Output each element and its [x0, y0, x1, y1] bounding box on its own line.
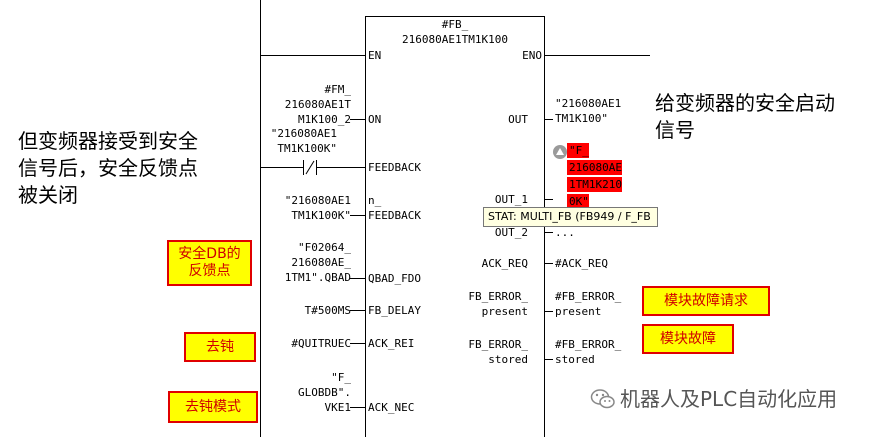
- pin-eno: ENO: [522, 49, 542, 62]
- watermark-text: 机器人及PLC自动化应用: [620, 387, 838, 411]
- power-rail: [260, 0, 261, 437]
- input-n-feedback-actual[interactable]: "216080AE1 TM1K100K": [284, 194, 351, 222]
- output-out-1-wire: [545, 199, 553, 200]
- output-out-wire: [545, 119, 553, 120]
- pin-on: ON: [368, 113, 382, 126]
- input-qbad-wire: [350, 278, 365, 279]
- pin-ack-nec: ACK_NEC: [368, 401, 415, 414]
- pin-out-2: OUT_2: [494, 226, 528, 239]
- pin-out-1: OUT_1: [494, 193, 528, 206]
- pin-ack-req: ACK_REQ: [481, 257, 528, 270]
- output-fb-error-present-actual[interactable]: #FB_ERROR_ present: [555, 290, 622, 318]
- output-fb-error-present-wire: [545, 311, 553, 312]
- out-1-line: 216080AE: [567, 160, 622, 175]
- feedback-wire-right: [317, 167, 365, 168]
- pin-ack-rei: ACK_REI: [368, 337, 415, 350]
- output-ack-req-wire: [545, 263, 553, 264]
- nc-contact-symbol[interactable]: [303, 160, 317, 175]
- out-1-line: 1TM1K210: [567, 177, 622, 192]
- label-quit-mode: 去钝模式: [168, 391, 258, 423]
- triangle-icon: [556, 148, 564, 155]
- output-out-2-wire: [545, 232, 553, 233]
- pin-n-feedback: n_ FEEDBACK: [368, 194, 421, 222]
- input-n-feedback-wire: [350, 215, 365, 216]
- pin-fb-error-stored: FB_ERROR_ stored: [468, 338, 528, 366]
- left-annotation: 但变频器接受到安全 信号后，安全反馈点 被关闭: [18, 129, 198, 207]
- pin-fb-error-present: FB_ERROR_ present: [468, 290, 528, 318]
- block-instance-name: #FB_ 216080AE1TM1K100: [402, 18, 508, 46]
- pin-en: EN: [368, 49, 382, 62]
- input-qbad-actual[interactable]: "F02064_ 216080AE_ 1TM1".QBAD: [284, 241, 351, 284]
- input-feedback-actual[interactable]: "216080AE1 TM1K100K": [270, 127, 337, 155]
- input-fb-delay-wire: [350, 310, 365, 311]
- label-quit: 去钝: [184, 332, 256, 362]
- input-fb-delay-actual[interactable]: T#500MS: [304, 304, 351, 317]
- feedback-wire-left: [261, 167, 303, 168]
- pin-out: OUT: [508, 113, 528, 126]
- output-fb-error-stored-wire: [545, 359, 553, 360]
- pin-fb-delay: FB_DELAY: [368, 304, 421, 317]
- contact-slash-icon: [305, 160, 315, 175]
- input-ack-rei-wire: [350, 343, 365, 344]
- hover-tooltip: STAT: MULTI_FB (FB949 / F_FB: [483, 207, 658, 227]
- out-1-line: 0K": [567, 194, 589, 209]
- label-module-fault: 模块故障: [642, 324, 734, 354]
- label-module-fault-request: 模块故障请求: [642, 286, 770, 316]
- status-indicator-icon[interactable]: [553, 145, 567, 159]
- output-out-2-actual[interactable]: ...: [555, 226, 575, 239]
- out-1-line: "F_: [567, 143, 589, 158]
- eno-wire: [545, 55, 650, 56]
- input-ack-rei-actual[interactable]: #QUITRUEC: [291, 337, 351, 350]
- label-safety-db-feedback: 安全DB的 反馈点: [167, 240, 252, 286]
- input-ack-nec-actual[interactable]: "F_ GLOBDB". VKE1: [298, 371, 351, 414]
- input-ack-nec-wire: [350, 407, 365, 408]
- pin-qbad-fdo: QBAD_FDO: [368, 272, 421, 285]
- pin-feedback: FEEDBACK: [368, 161, 421, 174]
- en-wire: [261, 55, 365, 56]
- input-on-actual[interactable]: #FM_ 216080AE1T M1K100_2: [284, 83, 351, 126]
- wechat-icon: [590, 389, 615, 409]
- output-out-actual[interactable]: "216080AE1 TM1K100": [555, 97, 622, 125]
- right-annotation: 给变频器的安全启动 信号: [655, 91, 835, 142]
- input-on-wire: [350, 119, 365, 120]
- output-ack-req-actual[interactable]: #ACK_REQ: [555, 257, 608, 270]
- output-fb-error-stored-actual[interactable]: #FB_ERROR_ stored: [555, 338, 622, 366]
